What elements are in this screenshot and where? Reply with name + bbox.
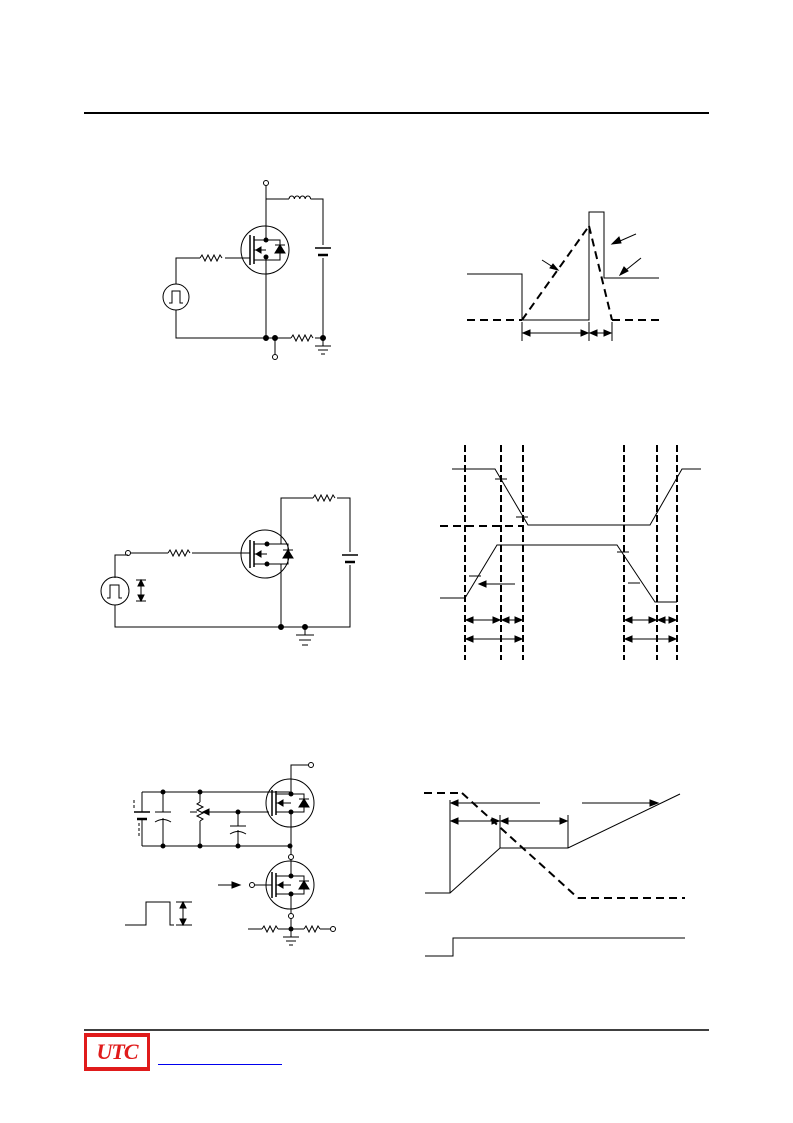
- resistor-icon: [312, 493, 336, 503]
- resistor-icon: [290, 333, 314, 343]
- uis-waveform: [467, 211, 659, 341]
- website-link-underline: [158, 1064, 282, 1065]
- resistor-icon: [167, 548, 191, 558]
- mosfet-icon: [265, 764, 315, 846]
- battery-icon: [342, 554, 358, 564]
- drain-terminal: [263, 180, 269, 186]
- ground-icon: [296, 627, 314, 646]
- utc-logo: UTC: [84, 1033, 150, 1071]
- drain-current-ramp: [521, 225, 590, 321]
- mosfet-icon: [265, 860, 315, 913]
- gate-charge-circuit: [125, 762, 336, 946]
- pulse-generator-icon: [162, 283, 190, 311]
- logo-text: UTC: [96, 1039, 139, 1064]
- capacitor-icon: [229, 812, 247, 846]
- gate-pulse-trace: [125, 901, 174, 926]
- mosfet-icon: [240, 212, 290, 288]
- mosfet-icon: [240, 529, 294, 579]
- ground-icon: [283, 929, 299, 946]
- gate-current-trace: [425, 937, 685, 957]
- switching-time-waveform: [440, 445, 701, 660]
- resistor-icon: [261, 924, 279, 934]
- ground-icon: [315, 338, 331, 355]
- pulse-generator-icon: [100, 576, 130, 606]
- resistor-icon: [303, 924, 321, 934]
- resistor-icon: [199, 253, 223, 263]
- gate-pulse-trace: [467, 211, 659, 321]
- drain-current-fall: [588, 225, 613, 321]
- inductor-icon: [288, 195, 312, 200]
- capacitor-icon: [154, 792, 172, 846]
- gate-voltage-trace: [425, 793, 681, 894]
- battery-icon: [315, 247, 331, 257]
- resistive-switching-circuit: [100, 493, 358, 646]
- gate-voltage-trace: [440, 544, 677, 603]
- potentiometer-icon: [190, 792, 238, 846]
- battery-icon: [133, 792, 150, 846]
- source-terminal: [272, 354, 278, 360]
- website-link[interactable]: [158, 1050, 282, 1064]
- uis-test-circuit: [162, 180, 331, 360]
- drain-voltage-trace: [452, 468, 701, 526]
- gate-charge-waveform: [424, 792, 685, 957]
